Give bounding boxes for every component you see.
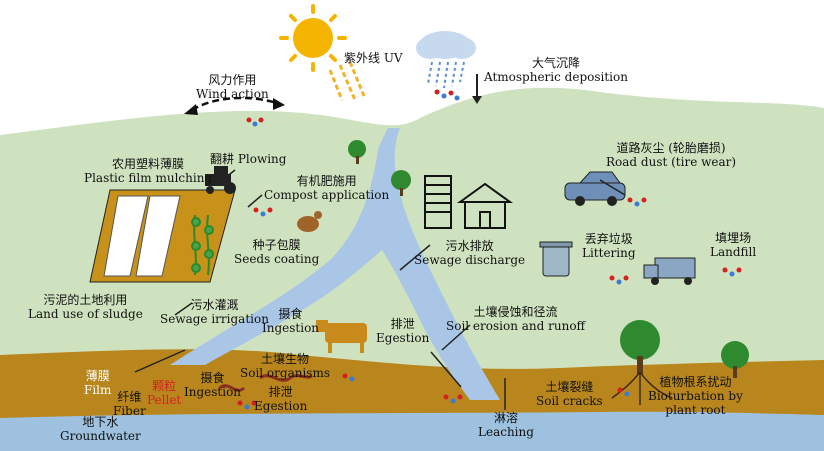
sewage-discharge-cn: 污水排放 bbox=[445, 239, 494, 253]
tractor-icon bbox=[205, 166, 236, 194]
tree-icon bbox=[348, 140, 749, 378]
ingestion-top-en: Ingestion bbox=[262, 320, 320, 335]
littering-en: Littering bbox=[582, 245, 636, 260]
groundwater-cn: 地下水 bbox=[82, 415, 119, 429]
house-icon bbox=[456, 182, 514, 229]
compost-label: 有机肥施用 Compost application bbox=[264, 174, 390, 203]
sewage-irrigation-en: Sewage irrigation bbox=[160, 311, 269, 326]
rain-cloud-icon bbox=[416, 31, 476, 89]
car-icon bbox=[564, 171, 626, 206]
wind-action-cn: 风力作用 bbox=[208, 73, 257, 87]
plastic-film-field bbox=[89, 189, 236, 283]
river bbox=[170, 128, 500, 400]
fiber-label: 纤维 Fiber bbox=[113, 390, 146, 419]
plastic-film-cn: 农用塑料薄膜 bbox=[112, 157, 185, 171]
seeds-coating-label: 种子包膜 Seeds coating bbox=[234, 238, 320, 267]
sludge-en: Land use of sludge bbox=[28, 306, 143, 321]
plowing-label: 翻耕 Plowing bbox=[210, 152, 287, 166]
littering-label: 丢弃垃圾 Littering bbox=[582, 232, 636, 261]
compost-en: Compost application bbox=[264, 187, 390, 202]
process-arrows bbox=[134, 169, 626, 410]
egestion-top-cn: 排泄 bbox=[390, 317, 415, 331]
road-dust-en: Road dust (tire wear) bbox=[606, 154, 737, 169]
sewage-irrigation-label: 污水灌溉 Sewage irrigation bbox=[160, 298, 269, 327]
egestion-top-en: Egestion bbox=[376, 330, 430, 345]
egestion-top-label: 排泄 Egestion bbox=[376, 317, 430, 346]
plant-roots bbox=[611, 371, 673, 405]
ingestion-soil-en: Ingestion bbox=[184, 384, 242, 399]
soil-organisms-en: Soil organisms bbox=[240, 365, 330, 380]
atmospheric-deposition-en: Atmospheric deposition bbox=[484, 69, 628, 84]
sewage-discharge-en: Sewage discharge bbox=[414, 252, 526, 267]
wind-action-label: 风力作用 Wind action bbox=[196, 73, 269, 102]
sewage-discharge-label: 污水排放 Sewage discharge bbox=[414, 239, 526, 268]
fiber-cn: 纤维 bbox=[117, 390, 142, 404]
leaching-en: Leaching bbox=[478, 424, 534, 439]
pellet-label: 颗粒 Pellet bbox=[147, 379, 182, 408]
egestion-soil-cn: 排泄 bbox=[268, 385, 293, 399]
seeds-coating-en: Seeds coating bbox=[234, 251, 320, 266]
groundwater-layer bbox=[0, 411, 824, 451]
uv-label: 紫外线 UV bbox=[344, 51, 403, 65]
compost-cn: 有机肥施用 bbox=[296, 174, 357, 188]
earthworm-icon bbox=[218, 374, 313, 392]
road-dust-cn: 道路灰尘 (轮胎磨损) bbox=[616, 141, 726, 155]
fiber-en: Fiber bbox=[113, 403, 146, 418]
cow-icon bbox=[316, 320, 367, 353]
groundwater-en: Groundwater bbox=[60, 428, 141, 443]
wind-action-en: Wind action bbox=[196, 86, 269, 101]
soil-erosion-en: Soil erosion and runoff bbox=[446, 318, 586, 333]
plastic-film-en: Plastic film mulching bbox=[84, 170, 213, 185]
sprout-plants bbox=[191, 214, 214, 276]
bioturbation-cn: 植物根系扰动 bbox=[659, 375, 732, 389]
sun-icon bbox=[279, 4, 347, 72]
landfill-en: Landfill bbox=[710, 244, 757, 259]
sewage-irrigation-cn: 污水灌溉 bbox=[190, 298, 239, 312]
dump-truck-icon bbox=[643, 257, 696, 285]
soil-organisms-cn: 土壤生物 bbox=[260, 352, 309, 366]
landfill-cn: 填埋场 bbox=[715, 231, 752, 245]
leaching-label: 淋溶 Leaching bbox=[478, 411, 534, 440]
egestion-soil-en: Egestion bbox=[254, 398, 308, 413]
sludge-cn: 污泥的土地利用 bbox=[43, 293, 128, 307]
atmospheric-deposition-label: 大气沉降 Atmospheric deposition bbox=[484, 56, 628, 85]
pellet-en: Pellet bbox=[147, 392, 182, 407]
seeds-coating-cn: 种子包膜 bbox=[252, 238, 301, 252]
wind-arrow bbox=[184, 96, 285, 115]
bioturbation-label: 植物根系扰动 Bioturbation by plant root bbox=[648, 375, 743, 417]
pellet-cn: 颗粒 bbox=[152, 379, 177, 393]
soil-cracks-en: Soil cracks bbox=[536, 393, 603, 408]
landfill-label: 填埋场 Landfill bbox=[710, 231, 757, 260]
plastic-film-label: 农用塑料薄膜 Plastic film mulching bbox=[84, 157, 213, 186]
bioturbation-en2: plant root bbox=[665, 402, 726, 417]
film-en: Film bbox=[84, 382, 112, 397]
soil-erosion-cn: 土壤侵蚀和径流 bbox=[473, 305, 558, 319]
road-dust-label: 道路灰尘 (轮胎磨损) Road dust (tire wear) bbox=[606, 141, 737, 170]
ingestion-soil-label: 摄食 Ingestion bbox=[184, 371, 242, 400]
atmospheric-deposition-arrow bbox=[472, 74, 482, 104]
chicken-icon bbox=[297, 211, 322, 232]
soil-organisms-label: 土壤生物 Soil organisms bbox=[240, 352, 330, 381]
ingestion-top-label: 摄食 Ingestion bbox=[262, 307, 320, 336]
film-cn: 薄膜 bbox=[85, 369, 110, 383]
uv-arrows bbox=[328, 61, 366, 101]
film-label: 薄膜 Film bbox=[84, 369, 112, 398]
sludge-label: 污泥的土地利用 Land use of sludge bbox=[28, 293, 143, 322]
littering-cn: 丢弃垃圾 bbox=[584, 232, 633, 246]
ingestion-top-cn: 摄食 bbox=[278, 307, 303, 321]
soil-cracks-label: 土壤裂缝 Soil cracks bbox=[536, 380, 603, 409]
leaching-cn: 淋溶 bbox=[493, 411, 518, 425]
trash-bin-icon bbox=[539, 241, 573, 277]
soil-erosion-label: 土壤侵蚀和径流 Soil erosion and runoff bbox=[446, 305, 586, 334]
egestion-soil-label: 排泄 Egestion bbox=[254, 385, 308, 414]
soil-cracks-cn: 土壤裂缝 bbox=[545, 380, 594, 394]
groundwater-label: 地下水 Groundwater bbox=[60, 415, 141, 444]
building-icon bbox=[424, 175, 452, 229]
bioturbation-en1: Bioturbation by bbox=[648, 388, 743, 403]
ingestion-soil-cn: 摄食 bbox=[200, 371, 225, 385]
atmospheric-deposition-cn: 大气沉降 bbox=[531, 56, 580, 70]
